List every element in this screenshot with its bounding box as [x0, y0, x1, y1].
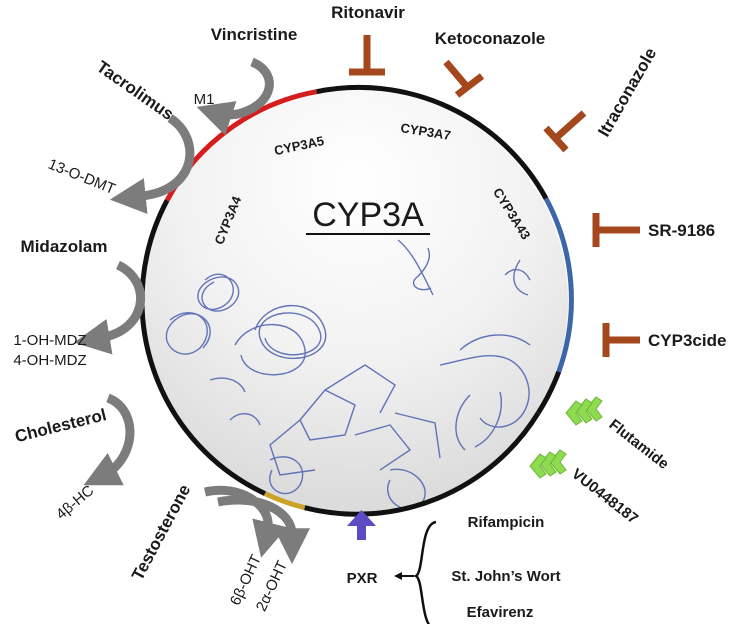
inducer-bracket: [413, 520, 437, 624]
activator-chevrons-flutamide: [565, 396, 603, 426]
pxr-up-arrow: [347, 510, 376, 540]
substrate-midazolam: Midazolam: [21, 237, 108, 256]
ring-cyp3a43-blue-arc: [543, 197, 574, 373]
protein-structure-illustration: [165, 239, 531, 510]
ring-black-arc: [139, 199, 267, 496]
testosterone-arrow-1: [204, 485, 288, 558]
pxr-label: PXR: [347, 570, 378, 587]
diagram-title: CYP3A: [312, 196, 424, 234]
inhibitor-tbar-itraconazole: [543, 110, 587, 153]
ring-cyp3a7-gold-arc: [263, 491, 306, 511]
enzyme-disk: [144, 89, 568, 513]
cholesterol-arrow: [83, 393, 135, 486]
ring-black-arc-bottom: [304, 411, 541, 517]
substrate-tacrolimus: Tacrolimus: [93, 57, 177, 124]
metabolite-1-oh-mdz: 1-OH-MDZ: [13, 332, 86, 349]
activator-flutamide: Flutamide: [606, 416, 672, 473]
inhibitor-cyp3cide: CYP3cide: [648, 331, 726, 350]
ring-black-arc-right: [536, 370, 562, 415]
inhibitor-itraconazole: Itraconazole: [594, 45, 660, 140]
metabolite-13-o-dmt: 13-O-DMT: [46, 156, 118, 198]
activator-chevrons-vu0448187: [529, 449, 567, 479]
inhibitor-tbar-ketoconazole: [443, 59, 485, 98]
substrate-arrows: [74, 57, 310, 565]
midazolam-arrow: [74, 260, 146, 355]
vincristine-arrow: [196, 57, 274, 136]
inhibitor-tbar-ritonavir: [349, 35, 385, 76]
substrate-vincristine: Vincristine: [211, 25, 298, 44]
inhibitor-sr-9186: SR-9186: [648, 221, 715, 240]
inhibitor-ritonavir: Ritonavir: [331, 3, 405, 22]
ring-black-arc-top: [316, 84, 549, 200]
substrate-testosterone: Testosterone: [128, 481, 194, 583]
inducer-rifampicin: Rifampicin: [468, 514, 545, 531]
inducer-st-johns-wort: St. John’s Wort: [451, 568, 560, 585]
substrate-cholesterol: Cholesterol: [13, 405, 108, 446]
metabolite-4b-hc: 4β-HC: [53, 482, 97, 523]
testosterone-arrow-2: [217, 495, 310, 565]
inhibitor-tbar-cyp3cide: [602, 323, 640, 357]
inhibitor-ketoconazole: Ketoconazole: [435, 29, 546, 48]
inhibitor-symbols: [349, 35, 640, 357]
metabolite-4-oh-mdz: 4-OH-MDZ: [13, 352, 86, 369]
activator-vu0448187: VU0448187: [568, 465, 641, 527]
tacrolimus-arrow: [109, 114, 195, 214]
inducer-efavirenz: Efavirenz: [467, 604, 534, 621]
inhibitor-tbar-sr-9186: [592, 213, 640, 247]
metabolite-m1: M1: [194, 91, 215, 108]
